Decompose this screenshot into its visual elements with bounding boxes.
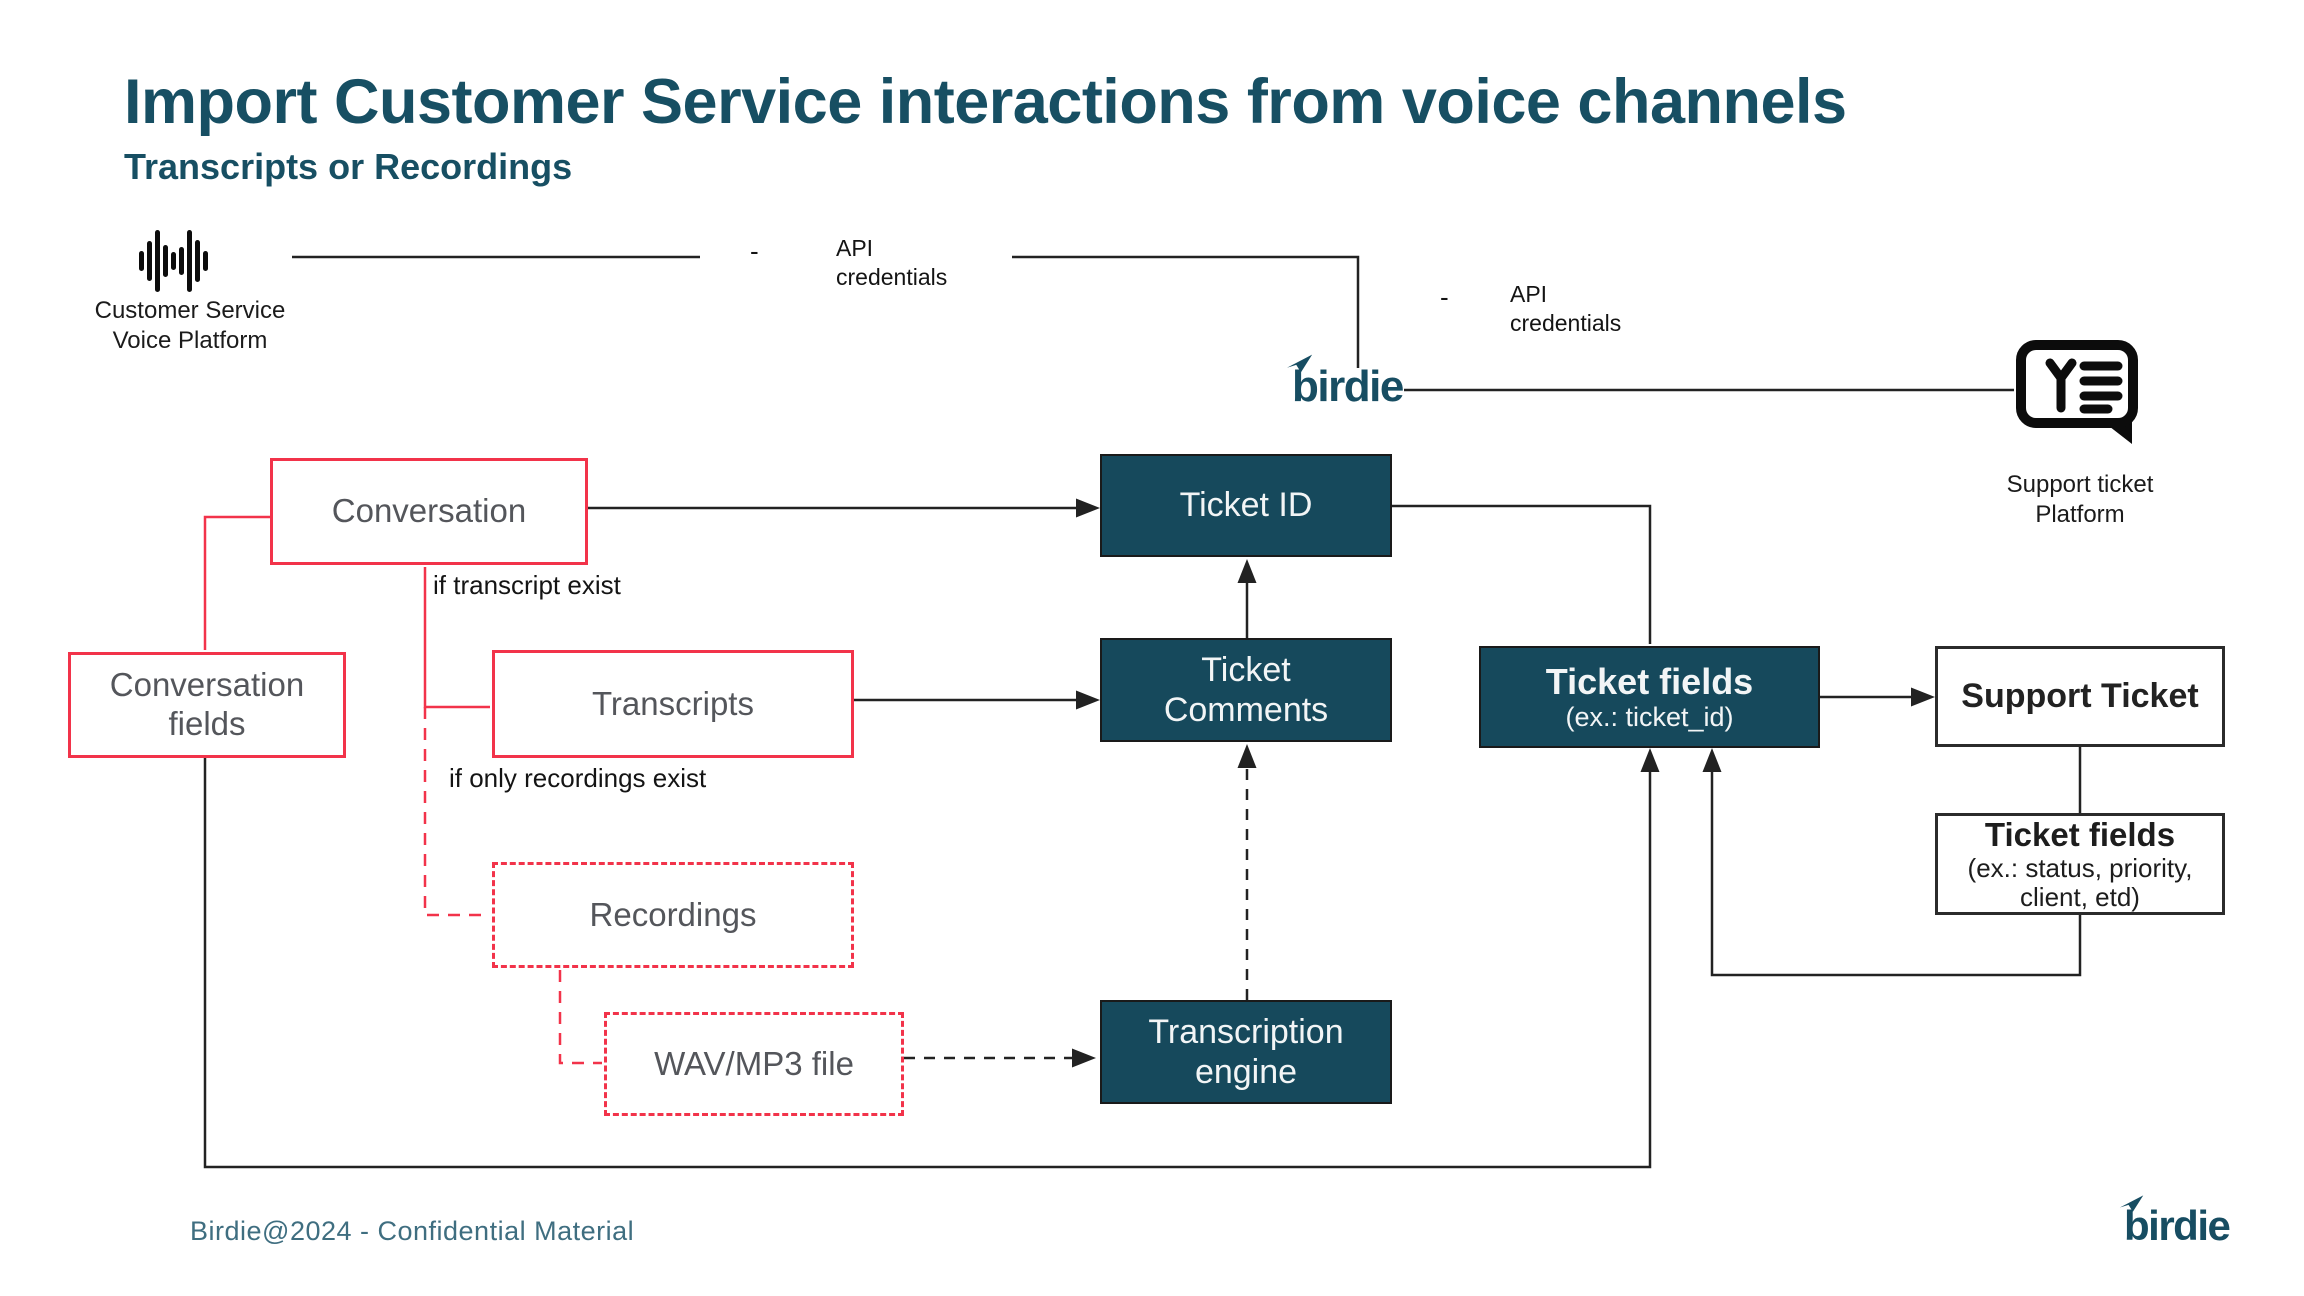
node-ticket-fields-support: Ticket fields (ex.: status, priority, cl… [1935,813,2225,915]
node-transcripts: Transcripts [492,650,854,758]
line-fields-loop-right [1710,768,2082,977]
red-line-conversation-to-fields [203,515,272,650]
node-ticket-comments: Ticket Comments [1100,638,1392,742]
api-credentials-right-bullet: - [1440,282,1449,312]
line-api-to-birdie [1012,255,1360,368]
page-subtitle: Transcripts or Recordings [124,146,573,187]
paper-plane-icon [1286,354,1313,373]
node-recordings: Recordings [492,862,854,968]
page-title: Import Customer Service interactions fro… [124,67,1847,137]
node-wav-mp3-file: WAV/MP3 file [604,1012,904,1116]
node-ticket-id: Ticket ID [1100,454,1392,557]
red-dashed-to-wav [558,970,602,1065]
audio-waveform-icon [139,228,211,294]
api-credentials-right-label: API credentials [1510,281,1622,336]
line-conversationfields-loop [203,758,1652,1169]
birdie-logo-footer: birdie [2119,1195,2231,1250]
arrowheads [1072,498,1935,1068]
paper-plane-icon [2119,1195,2144,1212]
condition-if-recordings: if only recordings exist [449,763,707,793]
condition-if-transcript: if transcript exist [433,570,621,600]
node-support-ticket: Support Ticket [1935,646,2225,747]
support-ticket-icon [2016,340,2138,444]
node-conversation-fields: Conversation fields [68,652,346,758]
node-ticket-fields-birdie: Ticket fields (ex.: ticket_id) [1479,646,1820,748]
red-dashed-to-recordings [423,707,490,917]
voice-platform-label: Customer Service Voice Platform [94,297,286,354]
node-conversation: Conversation [270,458,588,565]
api-credentials-left-bullet: - [750,236,759,266]
birdie-logo-mid: birdie [1286,354,1404,412]
footer-confidential: Birdie@2024 - Confidential Material [190,1216,635,1246]
line-ticketid-to-ticketfields [1392,504,1652,644]
node-transcription-engine: Transcription engine [1100,1000,1392,1104]
api-credentials-left-label: API credentials [836,235,948,290]
support-platform-label: Support ticket Platform [2006,471,2154,528]
